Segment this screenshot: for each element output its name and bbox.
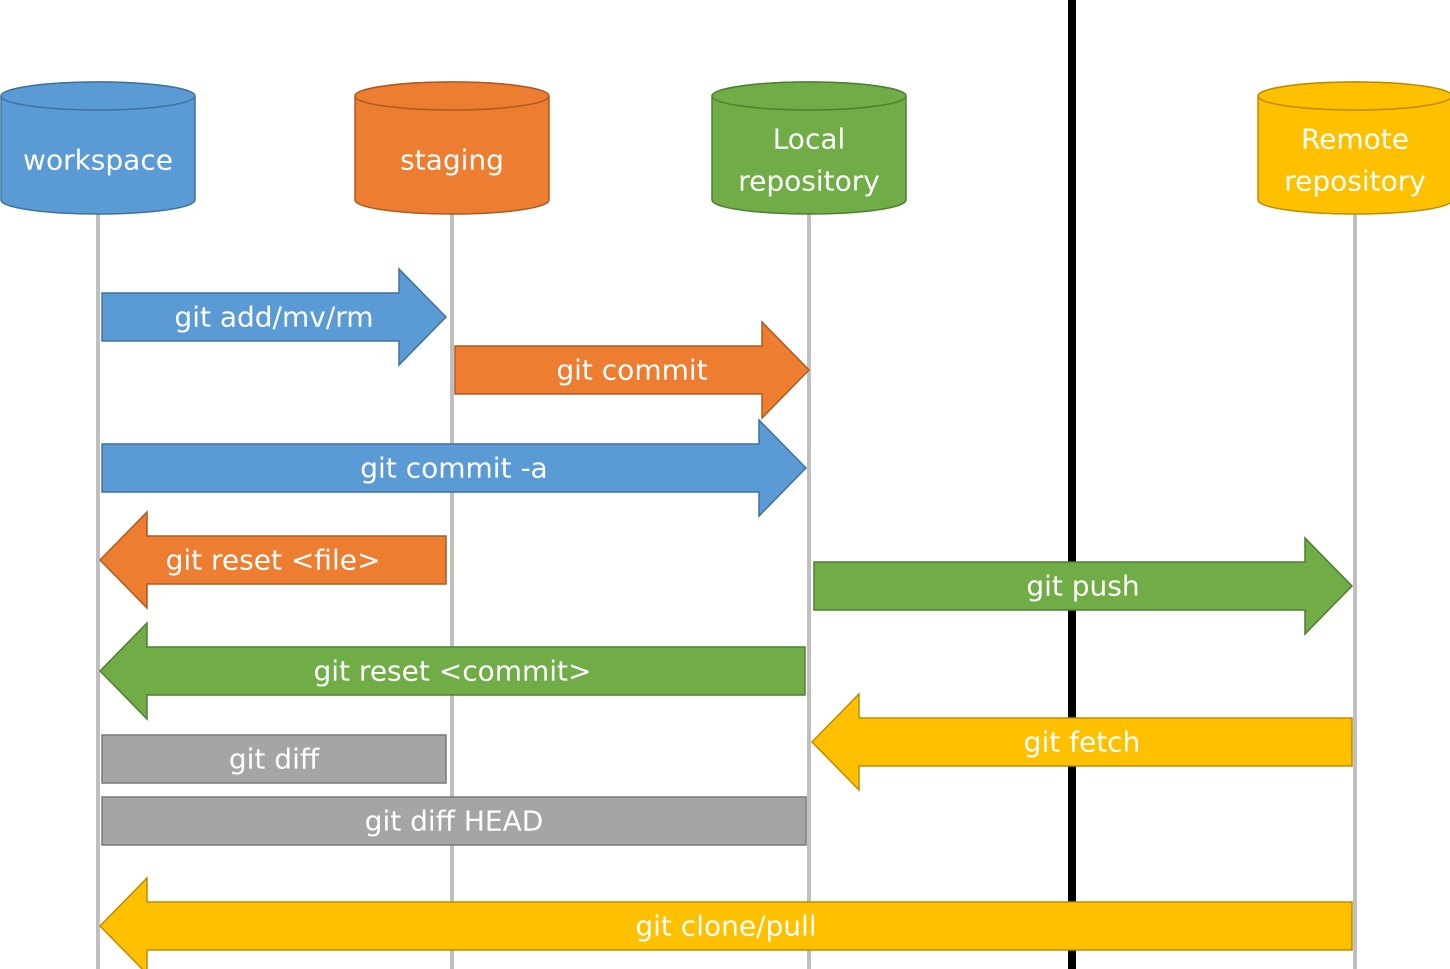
- command-label: git reset <file>: [166, 544, 381, 577]
- command-arrow: [98, 510, 447, 610]
- command-label: git add/mv/rm: [174, 301, 373, 334]
- store-label: Remote: [1301, 123, 1409, 156]
- store-remote: Remote repository: [1257, 81, 1450, 215]
- command-4: git reset <file>: [98, 510, 447, 610]
- store-label: Local: [773, 123, 846, 156]
- command-arrow: [454, 320, 811, 420]
- command-arrow: [813, 536, 1354, 636]
- command-7: git fetch: [810, 692, 1353, 792]
- store-label: repository: [738, 165, 880, 198]
- command-label: git push: [1026, 570, 1139, 603]
- command-1: git add/mv/rm: [101, 267, 448, 367]
- commands: git add/mv/rm git commit git commit -a git …: [98, 267, 1354, 969]
- command-label: git reset <commit>: [313, 655, 591, 688]
- command-10: git clone/pull: [98, 876, 1353, 969]
- store-local: Local repository: [711, 81, 907, 215]
- command-label: git diff HEAD: [365, 805, 544, 838]
- command-label: git diff: [229, 743, 320, 776]
- stores: workspace staging Local repository Remote rep…: [0, 81, 1450, 215]
- command-bar: [101, 796, 807, 846]
- store-label: staging: [400, 144, 504, 177]
- command-arrow: [98, 621, 806, 721]
- command-8: git diff: [101, 734, 447, 784]
- cylinder-top: [354, 81, 550, 111]
- store-workspace: workspace: [0, 81, 196, 215]
- command-label: git clone/pull: [635, 910, 816, 943]
- command-6: git reset <commit>: [98, 621, 806, 721]
- cylinder-top: [1257, 81, 1450, 111]
- command-9: git diff HEAD: [101, 796, 807, 846]
- command-arrow: [98, 876, 1353, 969]
- command-bar: [101, 734, 447, 784]
- store-label: workspace: [23, 144, 173, 177]
- command-arrow: [810, 692, 1353, 792]
- command-label: git commit -a: [360, 452, 547, 485]
- store-staging: staging: [354, 81, 550, 215]
- command-2: git commit: [454, 320, 811, 420]
- command-arrow: [101, 267, 448, 367]
- command-label: git commit: [556, 354, 707, 387]
- store-label: repository: [1284, 165, 1426, 198]
- cylinder-top: [711, 81, 907, 111]
- command-5: git push: [813, 536, 1354, 636]
- command-3: git commit -a: [101, 418, 808, 518]
- cylinder-top: [0, 81, 196, 111]
- command-arrow: [101, 418, 808, 518]
- command-label: git fetch: [1024, 726, 1141, 759]
